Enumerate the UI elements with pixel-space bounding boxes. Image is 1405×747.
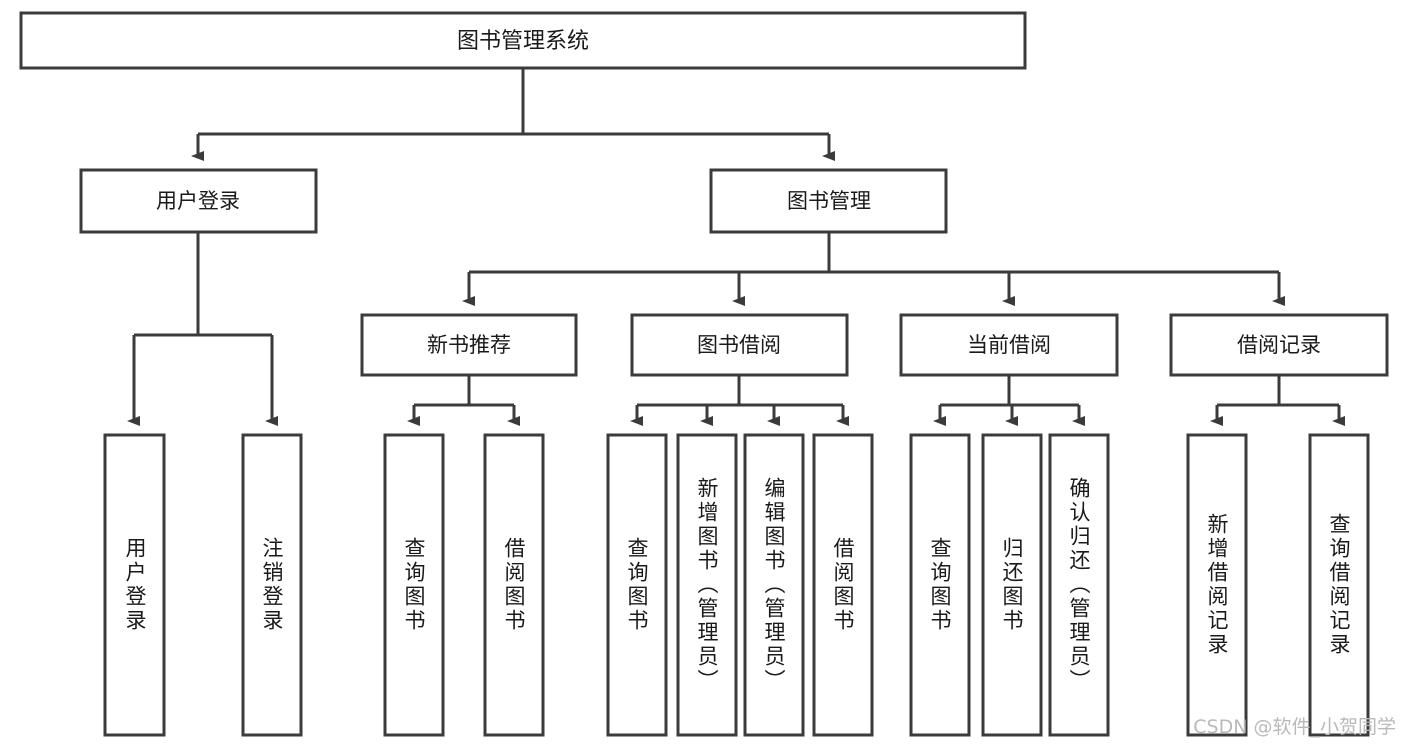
- csdn-watermark: CSDN @软件_小贺同学: [1193, 716, 1396, 738]
- node-book-manage-label: 图书管理: [787, 189, 871, 213]
- node-book-borrow[interactable]: 图书借阅: [630, 313, 849, 377]
- node-borrow-record-label: 借阅记录: [1237, 333, 1321, 357]
- leaf-add-book[interactable]: 新增图书（管理员）: [676, 433, 738, 737]
- leaf-query-record[interactable]: 查询借阅记录: [1308, 433, 1370, 737]
- node-borrow-record[interactable]: 借阅记录: [1169, 313, 1389, 377]
- leaf-borrow-book-2-label: 借阅图书: [831, 537, 855, 633]
- leaf-query-record-box[interactable]: [1308, 433, 1370, 737]
- leaf-query-book-3-label: 查询图书: [928, 537, 952, 633]
- leaf-query-book-2[interactable]: 查询图书: [606, 433, 668, 737]
- leaf-add-record-box[interactable]: [1186, 433, 1248, 737]
- leaf-confirm-return[interactable]: 确认归还（管理员）: [1048, 433, 1110, 737]
- node-borrow-record-box[interactable]: [1169, 313, 1389, 377]
- connector-layer: [127, 68, 1345, 426]
- leaf-add-record-label: 新增借阅记录: [1205, 513, 1229, 657]
- leaf-query-book-3[interactable]: 查询图书: [909, 433, 971, 737]
- node-book-manage[interactable]: 图书管理: [709, 168, 948, 234]
- leaf-return-book-box[interactable]: [981, 433, 1043, 737]
- leaf-return-book-label: 归还图书: [1000, 537, 1024, 633]
- node-current-borrow-box[interactable]: [899, 313, 1119, 377]
- node-book-borrow-box[interactable]: [630, 313, 849, 377]
- node-root-label: 图书管理系统: [457, 29, 589, 54]
- leaf-borrow-book-1-label: 借阅图书: [502, 537, 526, 633]
- leaf-add-record[interactable]: 新增借阅记录: [1186, 433, 1248, 737]
- leaf-query-book-1-label: 查询图书: [402, 537, 426, 633]
- leaf-borrow-book-1[interactable]: 借阅图书: [483, 433, 545, 737]
- leaf-query-record-label: 查询借阅记录: [1327, 513, 1351, 657]
- leaf-query-book-2-box[interactable]: [606, 433, 668, 737]
- node-new-book-rec-label: 新书推荐: [427, 333, 511, 357]
- leaf-return-book[interactable]: 归还图书: [981, 433, 1043, 737]
- node-new-book-rec[interactable]: 新书推荐: [360, 313, 578, 377]
- leaf-query-book-2-label: 查询图书: [625, 537, 649, 633]
- node-user-login-label: 用户登录: [156, 189, 240, 213]
- leaf-user-logout-label: 注销登录: [260, 537, 284, 633]
- leaf-query-book-3-box[interactable]: [909, 433, 971, 737]
- leaf-user-login-label: 用户登录: [123, 537, 147, 633]
- leaf-borrow-book-2-box[interactable]: [812, 433, 874, 737]
- leaf-add-book-label: 新增图书（管理员）: [695, 477, 719, 693]
- node-new-book-rec-box[interactable]: [360, 313, 578, 377]
- leaf-user-login-box[interactable]: [103, 433, 166, 737]
- node-user-login[interactable]: 用户登录: [79, 168, 318, 234]
- leaf-edit-book-label: 编辑图书（管理员）: [762, 477, 786, 693]
- leaf-user-logout-box[interactable]: [241, 433, 303, 737]
- leaf-edit-book-box[interactable]: [743, 433, 805, 737]
- leaf-confirm-return-label: 确认归还（管理员）: [1067, 477, 1091, 693]
- node-current-borrow-label: 当前借阅: [967, 333, 1051, 357]
- leaf-confirm-return-box[interactable]: [1048, 433, 1110, 737]
- leaf-borrow-book-1-box[interactable]: [483, 433, 545, 737]
- leaf-user-login[interactable]: 用户登录: [103, 433, 166, 737]
- node-current-borrow[interactable]: 当前借阅: [899, 313, 1119, 377]
- node-user-login-box[interactable]: [79, 168, 318, 234]
- leaf-user-logout[interactable]: 注销登录: [241, 433, 303, 737]
- node-root[interactable]: 图书管理系统: [19, 11, 1027, 70]
- leaf-query-book-1[interactable]: 查询图书: [383, 433, 445, 737]
- leaf-edit-book[interactable]: 编辑图书（管理员）: [743, 433, 805, 737]
- node-book-borrow-label: 图书借阅: [697, 333, 781, 357]
- node-root-box[interactable]: [19, 11, 1027, 70]
- leaf-add-book-box[interactable]: [676, 433, 738, 737]
- leaf-borrow-book-2[interactable]: 借阅图书: [812, 433, 874, 737]
- leaf-query-book-1-box[interactable]: [383, 433, 445, 737]
- node-book-manage-box[interactable]: [709, 168, 948, 234]
